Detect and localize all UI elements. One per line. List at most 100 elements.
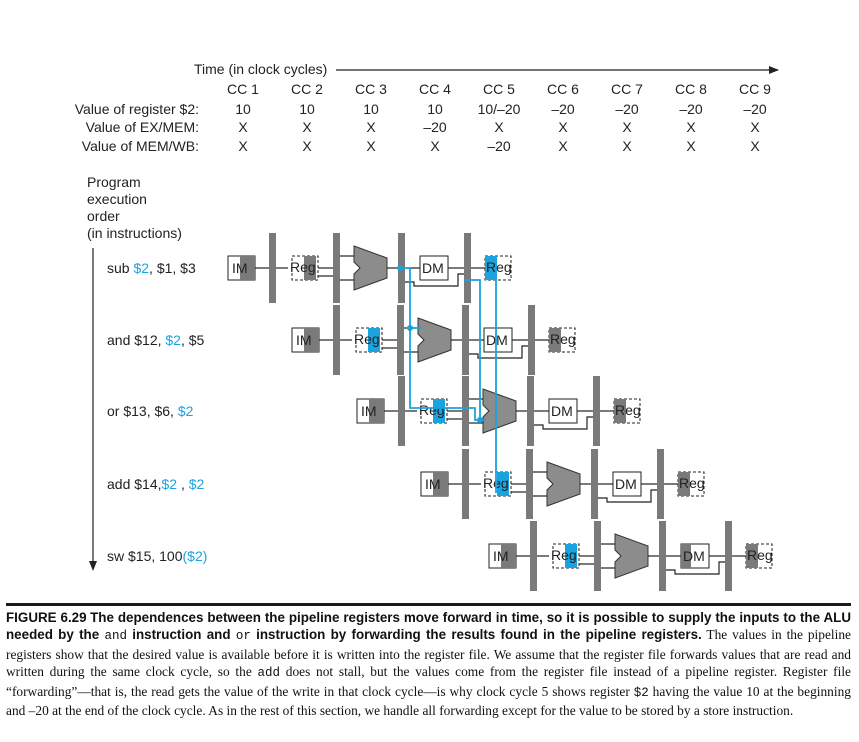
- reg-label: Reg: [354, 331, 380, 347]
- caption-code: $2: [633, 685, 649, 700]
- figure-title: The dependences between the pipeline reg…: [6, 610, 851, 644]
- reg-label: Reg: [551, 547, 577, 563]
- data-memory: DM: [612, 471, 642, 497]
- alu: [417, 317, 452, 363]
- register-file-write: Reg: [548, 327, 576, 353]
- value-cell: X: [686, 119, 696, 135]
- value-cell: X: [302, 119, 312, 135]
- alu: [482, 388, 517, 434]
- clock-cycle-label: CC 2: [291, 81, 323, 97]
- caption-title-text: The dependences between the pipeline reg…: [6, 610, 851, 643]
- instruction-label: or $13, $6, $2: [107, 403, 194, 419]
- forward-exmem-to-and: [400, 267, 422, 329]
- value-cell: X: [238, 119, 248, 135]
- pipeline-register-bar: [398, 376, 405, 446]
- pipeline-row: and $12, $2, $5 IM Reg DM Reg: [107, 305, 576, 375]
- data-memory: DM: [548, 398, 578, 424]
- im-label: IM: [296, 332, 312, 348]
- pipeline-register-bar: [333, 233, 340, 303]
- value-cell: X: [622, 138, 632, 154]
- forward-regfile-to-add: [495, 268, 506, 481]
- caption-title-text: instruction by forwarding the results fo…: [250, 627, 702, 643]
- value-cell: X: [366, 119, 376, 135]
- caption-code: and: [104, 629, 127, 644]
- clock-cycle-label: CC 8: [675, 81, 707, 97]
- program-order-label: (in instructions): [87, 225, 182, 241]
- caption-code: add: [257, 666, 281, 681]
- data-memory: DM: [419, 255, 449, 281]
- pipeline-register-bar: [397, 305, 404, 375]
- pipeline-register-bar: [593, 376, 600, 446]
- value-cell: X: [558, 119, 568, 135]
- instruction-memory: IM: [488, 543, 517, 569]
- pipeline-register-bar: [462, 305, 469, 375]
- instruction-part: ($2): [183, 548, 208, 564]
- reg-label: Reg: [615, 402, 641, 418]
- value-row-label: Value of register $2:: [75, 101, 199, 117]
- dm-label: DM: [422, 260, 444, 276]
- pipeline-register-bar: [333, 305, 340, 375]
- value-cell: X: [558, 138, 568, 154]
- caption-title-text: instruction and: [126, 627, 236, 643]
- instruction-part: sw $15, 100: [107, 548, 183, 564]
- figure-body: The values in the pipeline registers sho…: [6, 627, 851, 718]
- instruction-part: $2: [165, 332, 181, 348]
- data-memory: DM: [483, 327, 513, 353]
- figure-caption-area: FIGURE 6.29 The dependences between the …: [6, 603, 851, 738]
- instruction-label: sw $15, 100($2): [107, 548, 207, 564]
- value-cell: –20: [615, 101, 639, 117]
- value-cell: X: [750, 138, 760, 154]
- clock-cycle-label: CC 4: [419, 81, 451, 97]
- value-cell: X: [302, 138, 312, 154]
- pipeline-register-bar: [659, 521, 666, 591]
- value-cell: –20: [423, 119, 447, 135]
- caption-body-text: does not stall, but the values come from…: [6, 664, 851, 699]
- caption-body-text: having the value 10 at the beginning and…: [6, 683, 851, 719]
- value-cell: 10: [363, 101, 379, 117]
- reg-label: Reg: [419, 402, 445, 418]
- instruction-part: $2: [178, 403, 194, 419]
- instruction-memory: IM: [420, 471, 449, 497]
- register-file-write: Reg: [613, 398, 641, 424]
- value-row-label: Value of EX/MEM:: [86, 119, 199, 135]
- forwarding-paths: [397, 265, 506, 493]
- value-cell: –20: [743, 101, 767, 117]
- reg-label: Reg: [290, 259, 316, 275]
- value-cell: X: [686, 138, 696, 154]
- instruction-part: , $1, $3: [149, 260, 196, 276]
- instruction-label: add $14,$2 , $2: [107, 476, 205, 492]
- instruction-part: $2: [162, 476, 178, 492]
- value-cell: X: [750, 119, 760, 135]
- value-cell: 10/–20: [478, 101, 521, 117]
- caption-code: or: [235, 629, 251, 644]
- pipeline-register-bar: [526, 449, 533, 519]
- instruction-memory: IM: [291, 327, 320, 353]
- instruction-part: add $14,: [107, 476, 162, 492]
- alu: [614, 533, 649, 579]
- dm-label: DM: [551, 403, 573, 419]
- instruction-part: or $13, $6,: [107, 403, 178, 419]
- order-axis-arrowhead: [89, 561, 97, 571]
- time-axis-label: Time (in clock cycles): [194, 61, 327, 77]
- instruction-part: $2: [189, 476, 205, 492]
- clock-cycle-label: CC 6: [547, 81, 579, 97]
- forwarding-junction: [397, 265, 403, 271]
- pipeline-register-bar: [530, 521, 537, 591]
- dm-label: DM: [683, 548, 705, 564]
- im-label: IM: [361, 403, 377, 419]
- instruction-memory: IM: [227, 255, 256, 281]
- instruction-label: and $12, $2, $5: [107, 332, 205, 348]
- value-cell: 10: [299, 101, 315, 117]
- pipeline-register-bar: [462, 376, 469, 446]
- pipeline-row: or $13, $6, $2 IM Reg DM Reg: [107, 376, 641, 446]
- pipeline-register-bar: [464, 233, 471, 303]
- pipeline-register-bar: [657, 449, 664, 519]
- pipeline-register-bar: [527, 376, 534, 446]
- alu: [353, 245, 388, 291]
